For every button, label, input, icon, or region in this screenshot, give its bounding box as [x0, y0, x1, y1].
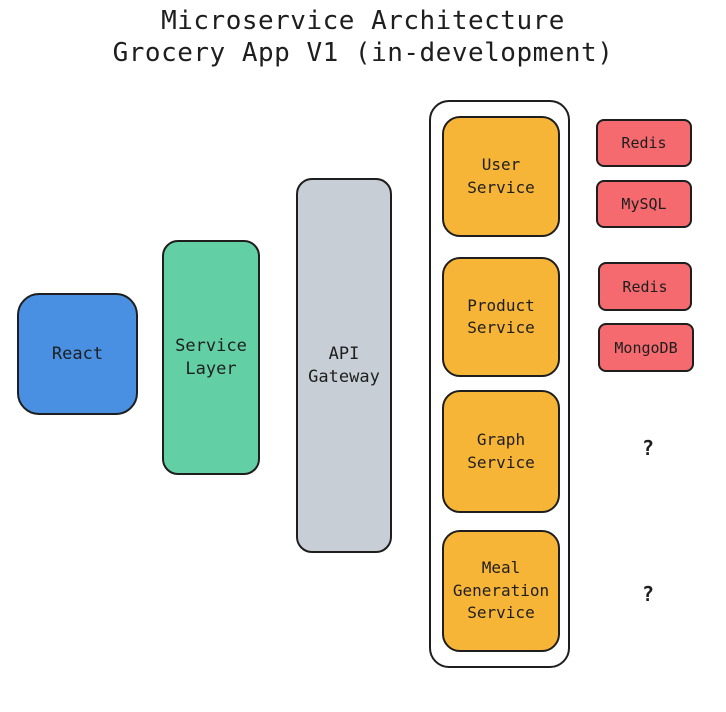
user-service-node: User Service [442, 116, 560, 237]
diagram-title: Microservice Architecture [161, 6, 565, 36]
meal-generation-service-node: Meal Generation Service [442, 530, 560, 652]
api-gateway-node: API Gateway [296, 178, 392, 553]
graph-store-unknown: ? [641, 436, 655, 460]
mysql-store-user: MySQL [596, 180, 692, 228]
service-layer-node: Service Layer [162, 240, 260, 475]
diagram-subtitle: Grocery App V1 (in-development) [112, 38, 614, 68]
product-service-node: Product Service [442, 257, 560, 377]
graph-service-node: Graph Service [442, 390, 560, 513]
redis-store-product: Redis [598, 262, 692, 311]
react-node: React [17, 293, 138, 415]
meal-store-unknown: ? [641, 582, 655, 606]
mongodb-store-product: MongoDB [598, 323, 694, 372]
redis-store-user: Redis [596, 119, 692, 167]
